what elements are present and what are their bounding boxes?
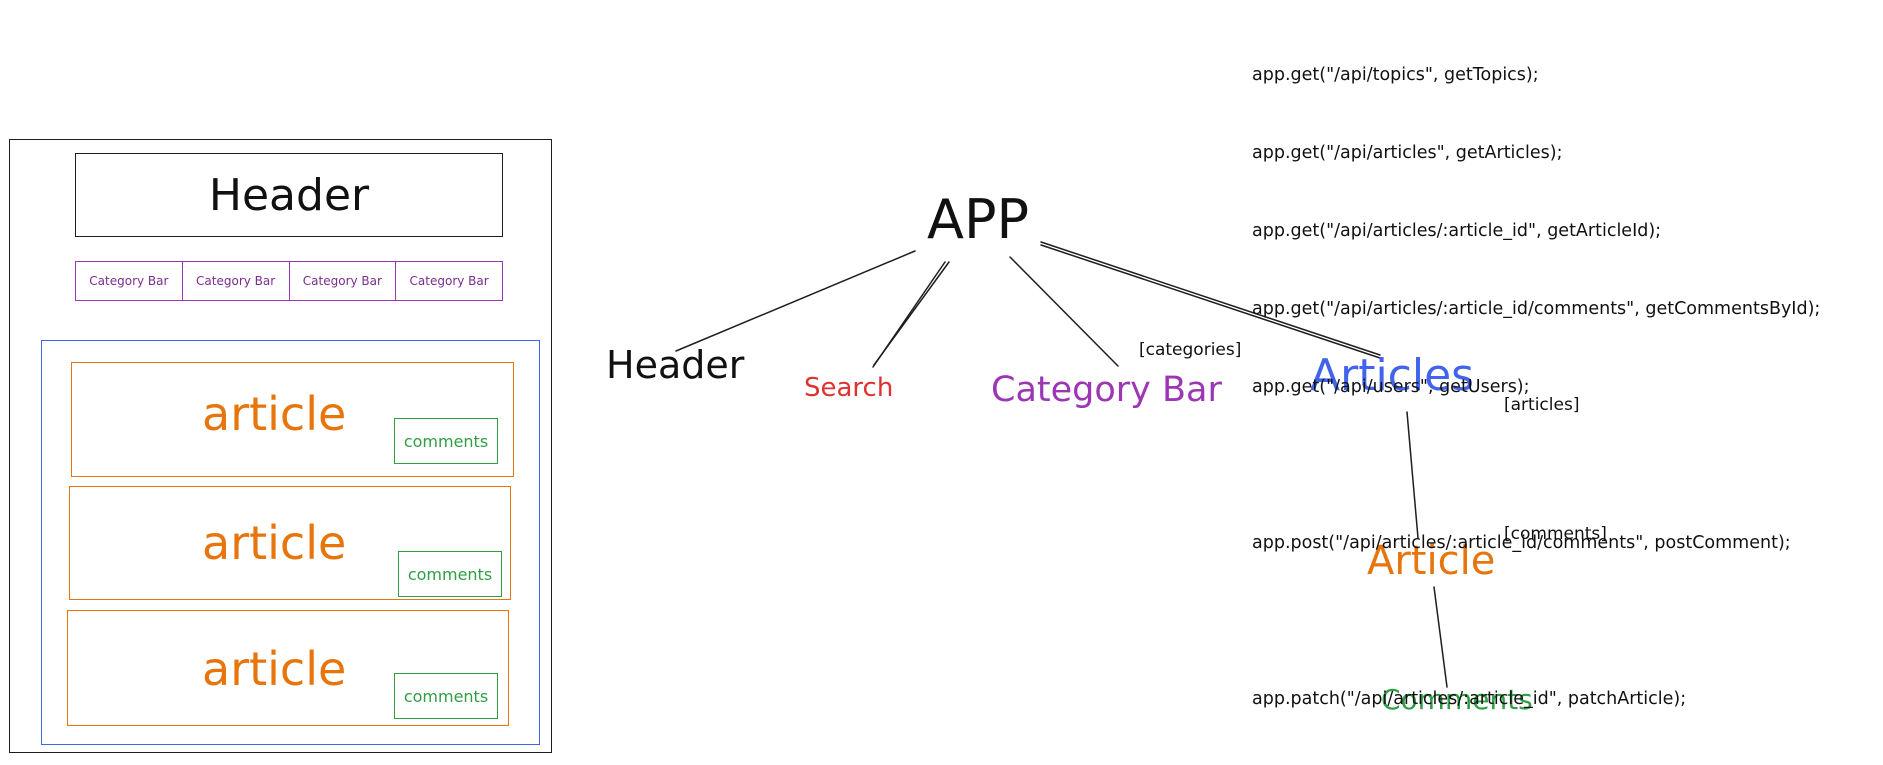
edge-articles-article <box>1406 411 1419 539</box>
code-line: app.get("/api/articles/:article_id/comme… <box>1252 299 1821 319</box>
tree-node-articles: Articles <box>1310 350 1475 401</box>
code-line: app.get("/api/articles/:article_id", get… <box>1252 221 1662 241</box>
tree-node-header: Header <box>606 343 745 387</box>
wireframe-article-card <box>67 610 509 726</box>
wireframe-frame <box>9 139 552 753</box>
tree-node-article: Article <box>1367 538 1496 584</box>
wireframe-article-title: article <box>202 516 347 570</box>
edge-app-category-bar <box>1009 256 1119 367</box>
api-routes-code: app.get("/api/topics", getTopics); app.g… <box>1252 10 1820 738</box>
code-line: app.get("/api/topics", getTopics); <box>1252 65 1539 85</box>
wireframe-comments-box: comments <box>398 551 502 597</box>
code-line: app.post("/api/articles/:article_id/comm… <box>1252 533 1791 553</box>
wireframe-article-title: article <box>202 387 347 441</box>
wireframe-comments-box: comments <box>394 673 498 719</box>
edge-app-header <box>675 250 916 352</box>
wireframe-article-card <box>71 362 514 477</box>
tree-node-search: Search <box>804 373 894 403</box>
code-line: app.patch("/api/articles/:article_id", p… <box>1252 689 1687 709</box>
wireframe-article-card <box>69 486 511 600</box>
wireframe-header: Header <box>75 153 503 237</box>
wireframe-category-item: Category Bar <box>409 274 489 288</box>
code-line <box>1252 452 1820 478</box>
wireframe-category-item: Category Bar <box>76 262 183 300</box>
tree-state-articles: [articles] <box>1504 395 1580 415</box>
wireframe-category-bar: Category Bar Category Bar Category Bar C… <box>75 261 503 301</box>
edge-app-articles <box>1040 241 1381 356</box>
wireframe-article-title: article <box>202 642 347 696</box>
code-line: app.get("/api/articles", getArticles); <box>1252 143 1563 163</box>
wireframe-comments-box: comments <box>394 418 498 464</box>
code-line <box>1252 608 1820 634</box>
wireframe-category-item: Category Bar <box>183 262 290 300</box>
wireframe-articles-container <box>41 340 540 745</box>
wireframe-category-item: Category Bar <box>290 262 397 300</box>
tree-state-comments: [comments] <box>1504 524 1607 544</box>
tree-node-app: APP <box>927 188 1030 251</box>
tree-node-comments: Comments <box>1381 683 1533 716</box>
tree-state-categories: [categories] <box>1139 340 1242 360</box>
edge-article-comments <box>1433 586 1448 688</box>
tree-node-category-bar: Category Bar <box>991 370 1222 410</box>
code-line: app.get("/api/users", getUsers); <box>1252 377 1530 397</box>
